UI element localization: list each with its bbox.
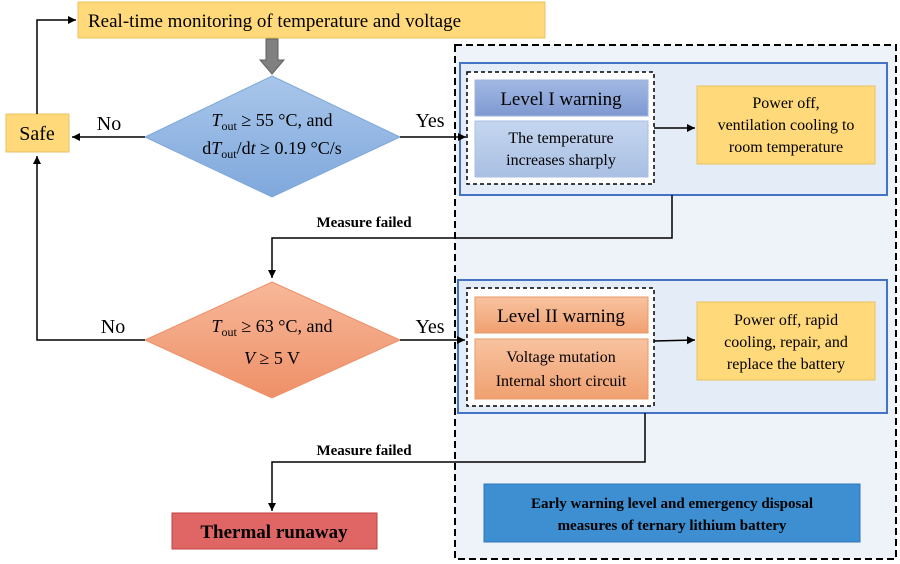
- decision2-line1: Tout ≥ 63 °C, and: [212, 316, 333, 339]
- level2-desc-line1: Voltage mutation: [506, 349, 615, 366]
- thermal-runaway-text: Thermal runaway: [200, 522, 348, 543]
- legend-line2: measures of ternary lithium battery: [558, 518, 787, 534]
- thermal-runaway-box: [171, 512, 378, 550]
- measure-failed2-label: Measure failed: [316, 443, 412, 459]
- level2-action-line3: replace the battery: [727, 356, 845, 373]
- level1-action-line3: room temperature: [729, 139, 843, 156]
- level1-desc-box: [474, 120, 649, 178]
- level2-to-action-arrow: [653, 336, 696, 345]
- d2-no-line: [33, 156, 145, 341]
- decision2-line2: V ≥ 5 V: [244, 348, 300, 368]
- level2-action-box: [696, 301, 876, 381]
- legend-line1: Early warning level and emergency dispos…: [531, 496, 813, 512]
- decision1-diamond: [143, 75, 402, 198]
- level1-action-line1: Power off,: [752, 95, 819, 112]
- level2-action-line2: cooling, repair, and: [724, 334, 848, 351]
- level1-title: Level I warning: [500, 89, 622, 110]
- safe-box: [5, 113, 70, 153]
- level1-desc-line2: increases sharply: [506, 152, 616, 169]
- level2-desc-box: [474, 338, 649, 400]
- measure-failed1-line: [268, 195, 673, 278]
- level1-action-line2: ventilation cooling to: [718, 117, 855, 134]
- decision1-line1: Tout ≥ 55 °C, and: [212, 110, 333, 133]
- measure-failed1-label: Measure failed: [316, 215, 412, 231]
- level2-title: Level II warning: [497, 306, 625, 327]
- level2-action-line1: Power off, rapid: [734, 312, 838, 329]
- level2-title-box: [474, 296, 649, 334]
- d2-yes-label: Yes: [415, 316, 444, 338]
- level1-title-box: [474, 79, 649, 117]
- measure-failed2-line: [268, 413, 646, 511]
- level2-desc-line2: Internal short circuit: [496, 373, 627, 390]
- safe-text: Safe: [19, 123, 55, 145]
- level1-action-box: [696, 85, 876, 165]
- decision2-diamond: [143, 281, 402, 399]
- d1-yes-label: Yes: [415, 110, 444, 132]
- d2-no-label: No: [101, 316, 125, 338]
- monitoring-text: Real-time monitoring of temperature and …: [88, 11, 461, 32]
- decision1-line2: dTout/dt ≥ 0.19 °C/s: [202, 138, 341, 161]
- monitoring-box: [77, 1, 546, 39]
- legend-box: [483, 483, 861, 543]
- d1-no-label: No: [97, 113, 121, 135]
- thick-down-arrow: [258, 38, 286, 75]
- safe-loop-line: [36, 16, 76, 114]
- level1-desc-line1: The temperature: [508, 130, 613, 147]
